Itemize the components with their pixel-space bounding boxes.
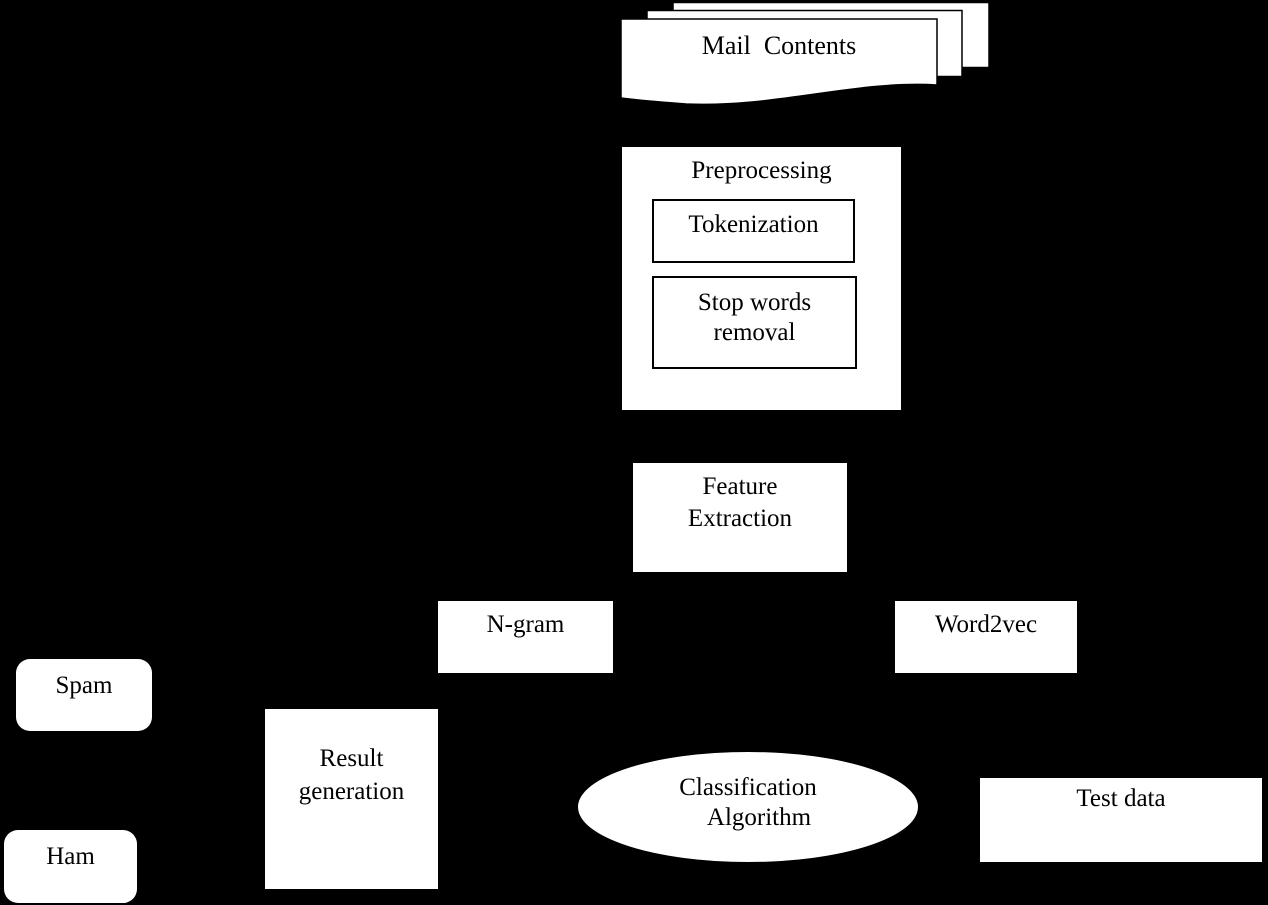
stop-words-removal-label-line1: Stop words	[697, 289, 812, 316]
node-feature-extraction: Feature Extraction	[633, 463, 847, 572]
classification-algorithm-label-line2: Algorithm	[706, 804, 812, 831]
tokenization-label: Tokenization	[688, 211, 819, 238]
node-n-gram: N-gram	[438, 601, 613, 673]
feature-extraction-label-line1: Feature	[702, 473, 778, 500]
preprocessing-title: Preprocessing	[691, 157, 832, 184]
node-test-data: Test data	[980, 778, 1262, 862]
node-spam: Spam	[16, 659, 152, 731]
classification-algorithm-label-line1: Classification	[679, 774, 817, 801]
n-gram-label: N-gram	[486, 611, 565, 638]
test-data-label: Test data	[1076, 785, 1166, 812]
mail-contents-label: Mail Contents	[701, 31, 857, 60]
ham-label: Ham	[46, 843, 95, 870]
node-tokenization: Tokenization	[652, 199, 855, 263]
node-ham: Ham	[4, 830, 137, 903]
node-preprocessing: Preprocessing Tokenization Stop words re…	[622, 147, 901, 410]
node-stop-words-removal: Stop words removal	[652, 276, 857, 369]
feature-extraction-label-line2: Extraction	[687, 505, 793, 532]
word2vec-label: Word2vec	[934, 611, 1038, 638]
spam-label: Spam	[55, 672, 113, 699]
document-front-icon	[620, 18, 938, 106]
mail-contents-document-stack	[620, 1, 990, 106]
node-classification-algorithm: Classification Algorithm	[578, 752, 918, 862]
result-generation-label-line2: generation	[298, 778, 405, 805]
stop-words-removal-label-line2: removal	[713, 319, 796, 346]
node-result-generation: Result generation	[265, 709, 438, 889]
node-word2vec: Word2vec	[895, 601, 1077, 673]
result-generation-label-line1: Result	[319, 745, 384, 772]
